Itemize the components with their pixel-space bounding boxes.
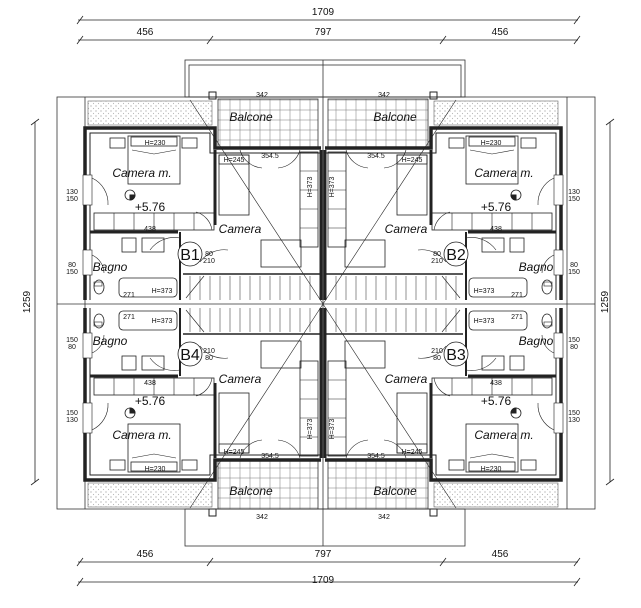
unit-b2-bedroom-label: Camera <box>385 222 428 236</box>
unit-b3-wardrobe-height-label: H=373 <box>329 418 336 439</box>
unit-b3-bed2-height-label: H=245 <box>402 449 423 456</box>
unit-b1-master-bedroom-label: Camera m. <box>112 166 171 180</box>
unit-b3-bath-height-label: H=373 <box>474 318 495 325</box>
unit-b1-bath-length: 271 <box>123 292 135 299</box>
unit-b1-wardrobe-length: 438 <box>144 226 156 233</box>
unit-b1-window-a-height: 150 <box>66 196 78 203</box>
unit-b4-wardrobe-height-label: H=373 <box>307 418 314 439</box>
unit-b1-balcony-length: 342 <box>256 92 268 99</box>
unit-b2-bathroom-label: Bagno <box>519 260 554 274</box>
unit-b2-window-b-width: 80 <box>570 262 578 269</box>
unit-b3-bed-height-label: H=230 <box>481 466 502 473</box>
unit-b3-bathroom-label: Bagno <box>519 334 554 348</box>
unit-b3-window-a-width: 130 <box>568 417 580 424</box>
unit-b4-door-height: 210 <box>203 348 215 355</box>
unit-b3-wardrobe-length: 438 <box>490 380 502 387</box>
dim-right-width-top: 456 <box>492 27 509 38</box>
dimension-lines <box>30 15 615 587</box>
unit-b2-room-length: 354.5 <box>367 153 385 160</box>
unit-b1-bath-height-label: H=373 <box>152 288 173 295</box>
unit-b4-floor-level-label: +5.76 <box>135 394 166 408</box>
unit-b2-id-label: B2 <box>446 247 466 264</box>
unit-b1-bed2-height-label: H=245 <box>224 157 245 164</box>
unit-b4-bedroom-label: Camera <box>219 372 262 386</box>
unit-b1-window-b-width: 80 <box>68 262 76 269</box>
unit-b1-room-length: 354.5 <box>261 153 279 160</box>
unit-b3-balcony-label: Balcone <box>373 484 417 498</box>
roof-outline <box>56 59 596 547</box>
unit-b3-bedroom-label: Camera <box>385 372 428 386</box>
unit-b1-window-b-height: 150 <box>66 269 78 276</box>
unit-b2-bath-length: 271 <box>511 292 523 299</box>
unit-b2-bed2-height-label: H=245 <box>402 157 423 164</box>
unit-b2-door-height: 210 <box>431 258 443 265</box>
unit-b4-window-b-height: 150 <box>66 337 78 344</box>
unit-b1-id-label: B1 <box>180 247 200 264</box>
unit-b3-id-label: B3 <box>446 347 466 364</box>
unit-b1-bathroom-label: Bagno <box>93 260 128 274</box>
unit-b4-bed2-height-label: H=245 <box>224 449 245 456</box>
unit-b2-window-a-height: 150 <box>568 196 580 203</box>
unit-b3-master-bedroom-label: Camera m. <box>474 428 533 442</box>
unit-b2-wardrobe-height-label: H=373 <box>329 176 336 197</box>
unit-b2-wardrobe-length: 438 <box>490 226 502 233</box>
unit-b4-window-b-width: 80 <box>68 344 76 351</box>
unit-b3-door-width: 80 <box>433 355 441 362</box>
unit-b4-balcony-length: 342 <box>256 514 268 521</box>
unit-b4-id-label: B4 <box>180 347 200 364</box>
unit-b2-door-width: 80 <box>433 251 441 258</box>
unit-b2-window-b-height: 150 <box>568 269 580 276</box>
dim-center-width-bottom: 797 <box>315 549 332 560</box>
unit-b4-wardrobe-length: 438 <box>144 380 156 387</box>
unit-b3-window-b-width: 80 <box>570 344 578 351</box>
unit-b3-window-b-height: 150 <box>568 337 580 344</box>
unit-b2-window-a-width: 130 <box>568 189 580 196</box>
unit-b2-bath-height-label: H=373 <box>474 288 495 295</box>
unit-b4-bath-height-label: H=373 <box>152 318 173 325</box>
dim-center-width-top: 797 <box>315 27 332 38</box>
unit-b1-balcony-label: Balcone <box>229 110 273 124</box>
unit-b2-floor-level-label: +5.76 <box>481 200 512 214</box>
dim-total-width-top: 1709 <box>312 7 335 18</box>
unit-b4-master-bedroom-label: Camera m. <box>112 428 171 442</box>
dim-left-width-bottom: 456 <box>137 549 154 560</box>
unit-b4-bed-height-label: H=230 <box>145 466 166 473</box>
unit-b3-bath-length: 271 <box>511 314 523 321</box>
unit-b4-bathroom-label: Bagno <box>93 334 128 348</box>
unit-b1-wardrobe-height-label: H=373 <box>307 176 314 197</box>
unit-b4-room-length: 354.5 <box>261 453 279 460</box>
unit-b1-door-width: 80 <box>205 251 213 258</box>
dim-total-width-bottom: 1709 <box>312 575 335 586</box>
dim-height-right: 1259 <box>600 290 611 313</box>
unit-b1-floor-level-label: +5.76 <box>135 200 166 214</box>
unit-b1-bedroom-label: Camera <box>219 222 262 236</box>
unit-b2-balcony-label: Balcone <box>373 110 417 124</box>
dim-right-width-bottom: 456 <box>492 549 509 560</box>
unit-b4-balcony-label: Balcone <box>229 484 273 498</box>
dim-left-width-top: 456 <box>137 27 154 38</box>
unit-b1-window-a-width: 130 <box>66 189 78 196</box>
unit-b4-window-a-width: 130 <box>66 417 78 424</box>
unit-b3-door-height: 210 <box>431 348 443 355</box>
unit-b3-balcony-length: 342 <box>378 514 390 521</box>
unit-b4-door-width: 80 <box>205 355 213 362</box>
unit-b1-bed-height-label: H=230 <box>145 140 166 147</box>
unit-b3-room-length: 354.5 <box>367 453 385 460</box>
unit-b4-bath-length: 271 <box>123 314 135 321</box>
unit-b1-door-height: 210 <box>203 258 215 265</box>
unit-b2-balcony-length: 342 <box>378 92 390 99</box>
unit-b2-bed-height-label: H=230 <box>481 140 502 147</box>
unit-b3-window-a-height: 150 <box>568 410 580 417</box>
unit-b2-master-bedroom-label: Camera m. <box>474 166 533 180</box>
dim-height-left: 1259 <box>22 290 33 313</box>
unit-b3-floor-level-label: +5.76 <box>481 394 512 408</box>
unit-b4-window-a-height: 150 <box>66 410 78 417</box>
